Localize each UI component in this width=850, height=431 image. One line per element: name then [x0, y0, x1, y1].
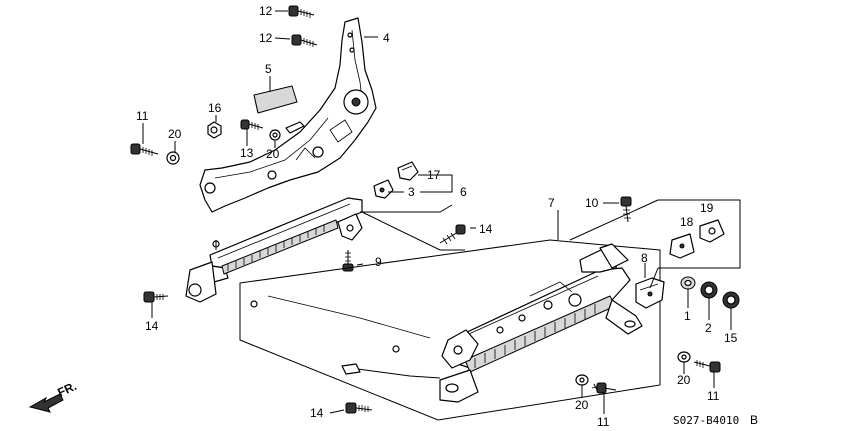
callout-12-mid: 12: [259, 31, 273, 45]
callout-20-upper: 20: [266, 147, 280, 161]
group-frame-7: [239, 239, 661, 421]
bushing-1: [680, 276, 696, 290]
callout-18: 18: [680, 215, 694, 229]
callout-20-right: 20: [677, 373, 691, 387]
callout-15: 15: [724, 331, 738, 345]
callout-10: 10: [585, 196, 599, 210]
bolt-14-upper: [439, 224, 466, 245]
clip-3: [373, 179, 394, 199]
callout-4: 4: [383, 31, 390, 45]
callout-12-top: 12: [259, 4, 273, 18]
upper-seat-track: [185, 197, 363, 303]
nut-16: [207, 121, 222, 139]
callout-13: 13: [240, 146, 254, 160]
callout-17: 17: [427, 168, 441, 182]
bushing-2: [700, 281, 718, 299]
callout-11-right: 11: [707, 389, 720, 403]
callout-5: 5: [265, 62, 272, 76]
callout-20-left: 20: [168, 127, 182, 141]
callout-11-bottom: 11: [597, 415, 610, 429]
callout-14-bottom: 14: [310, 406, 324, 420]
bolt-11-right: [693, 360, 721, 373]
callout-1: 1: [684, 309, 691, 323]
bracket-8: [635, 277, 665, 309]
direction-label: FR.: [55, 379, 78, 400]
bolt-12-top: [288, 5, 315, 18]
callout-2: 2: [705, 321, 712, 335]
callout-19: 19: [700, 201, 714, 215]
callout-14-upper: 14: [479, 222, 493, 236]
washer-20-left: [166, 151, 180, 165]
callout-8: 8: [641, 251, 648, 265]
recliner-bracket: [199, 17, 377, 213]
bolt-11-bottom: [591, 382, 617, 394]
callout-6: 6: [460, 185, 467, 199]
diagram-code-text: S027-B4010: [673, 414, 739, 427]
pin-part: [285, 121, 305, 134]
leader-lines: [142, 10, 732, 414]
bolt-11-left: [130, 143, 159, 156]
washer-20-right: [677, 351, 691, 363]
callout-labels: 12 12 4 5 16 11 20 13 20 17 3 6 14 9 14 …: [136, 4, 738, 429]
clip-17: [397, 161, 419, 181]
callout-7: 7: [548, 196, 555, 210]
clip-18: [669, 233, 695, 259]
diagram-code: S027-B4010 B: [673, 413, 758, 427]
front-direction-arrow: FR.: [28, 379, 79, 413]
group-box-18-19: [569, 199, 741, 289]
callout-14-left: 14: [145, 319, 159, 333]
release-cable: [250, 295, 441, 379]
callout-3: 3: [408, 185, 415, 199]
clip-19: [699, 219, 725, 243]
callout-11-left: 11: [136, 109, 149, 123]
cover-part-5: [253, 85, 298, 114]
lower-seat-track: [439, 243, 643, 403]
washer-20-upper: [269, 129, 281, 141]
callout-20-bottom: 20: [575, 398, 589, 412]
bolt-13: [240, 119, 264, 130]
bolt-14-bottom: [345, 402, 373, 414]
diagram-revision: B: [750, 413, 758, 427]
bushing-15: [722, 291, 740, 309]
bolt-10: [620, 196, 632, 223]
callout-16: 16: [208, 101, 222, 115]
callout-9: 9: [375, 255, 382, 269]
bolt-12-mid: [291, 34, 318, 47]
bolt-14-left: [143, 291, 169, 303]
washer-20-bottom: [575, 374, 589, 386]
